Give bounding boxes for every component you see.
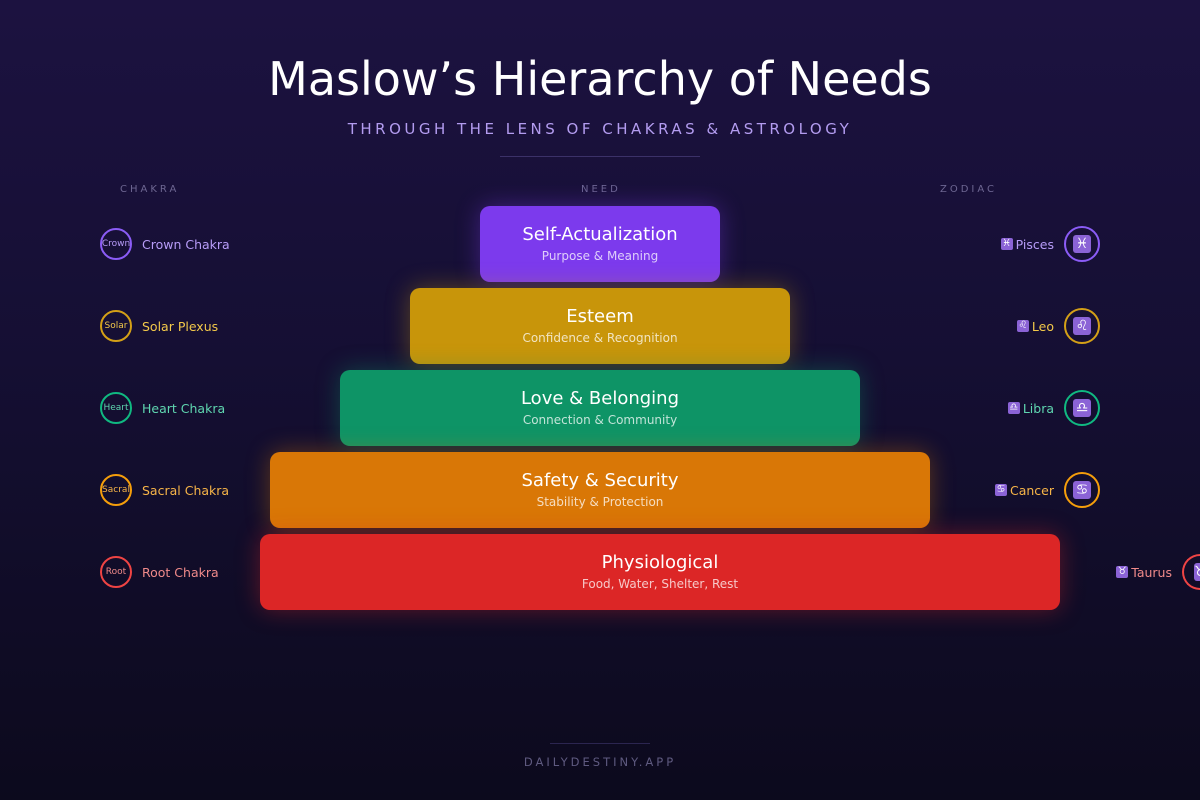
tier-physiological: Physiological Food, Water, Shelter, Rest <box>260 534 1060 610</box>
solar-chakra-icon: Solar <box>100 310 132 342</box>
chakra-label: Crown Chakra <box>142 236 230 252</box>
zodiac-label: Leo <box>1031 318 1054 334</box>
footer-brand: DAILYDESTINY.APP <box>523 755 677 769</box>
sacral-chakra-icon: Sacral <box>100 474 132 506</box>
zodiac-label: Cancer <box>1009 482 1054 498</box>
tier-self-actualization: Self-Actualization Purpose & Meaning <box>480 206 720 282</box>
tier-description: Stability & Protection <box>536 495 664 509</box>
footer-divider <box>550 743 650 744</box>
zodiac-label: Libra <box>1022 400 1054 416</box>
tier-name: Esteem <box>566 306 634 327</box>
zodiac-cancer: ♋Cancer ♋ <box>994 472 1100 508</box>
zodiac-label: Taurus <box>1131 564 1172 580</box>
page-subtitle: THROUGH THE LENS OF CHAKRAS & ASTROLOGY <box>347 120 853 138</box>
zodiac-column-header: ZODIAC <box>940 184 998 195</box>
zodiac-label: Pisces <box>1015 236 1054 252</box>
tier-name: Physiological <box>601 552 719 573</box>
chakra-label: Sacral Chakra <box>142 482 230 498</box>
taurus-small-icon: ♉ <box>1116 566 1129 578</box>
libra-glyph: ♎ <box>1073 399 1091 417</box>
chakra-solar-plexus: Solar Solar Plexus <box>100 308 218 344</box>
leo-glyph: ♌ <box>1073 317 1091 335</box>
tier-name: Self-Actualization <box>522 224 678 245</box>
zodiac-taurus: ♉Taurus ♉ <box>1116 554 1200 590</box>
pisces-glyph: ♓ <box>1073 235 1091 253</box>
crown-chakra-icon: Crown <box>100 228 132 260</box>
tier-description: Confidence & Recognition <box>522 331 678 345</box>
leo-icon: ♌ <box>1064 308 1100 344</box>
need-column-header: NEED <box>581 184 621 195</box>
chakra-crown: Crown Crown Chakra <box>100 226 230 262</box>
tier-esteem: Esteem Confidence & Recognition <box>410 288 790 364</box>
taurus-icon: ♉ <box>1182 554 1200 590</box>
taurus-glyph: ♉ <box>1194 563 1200 581</box>
zodiac-pisces: ♓Pisces ♓ <box>1000 226 1100 262</box>
title-divider <box>500 156 700 157</box>
libra-small-icon: ♎ <box>1007 402 1020 414</box>
tier-safety-security: Safety & Security Stability & Protection <box>270 452 930 528</box>
cancer-glyph: ♋ <box>1073 481 1091 499</box>
tier-description: Connection & Community <box>522 413 678 427</box>
chakra-column-header: CHAKRA <box>120 184 180 195</box>
zodiac-libra: ♎Libra ♎ <box>1007 390 1100 426</box>
leo-small-icon: ♌ <box>1016 320 1029 332</box>
chakra-heart: Heart Heart Chakra <box>100 390 225 426</box>
chakra-label: Root Chakra <box>142 564 219 580</box>
tier-description: Purpose & Meaning <box>541 249 659 263</box>
cancer-small-icon: ♋ <box>994 484 1007 496</box>
page-title: Maslow’s Hierarchy of Needs <box>268 52 932 106</box>
tier-name: Safety & Security <box>521 470 679 491</box>
tier-love-belonging: Love & Belonging Connection & Community <box>340 370 860 446</box>
chakra-root: Root Root Chakra <box>100 554 219 590</box>
tier-name: Love & Belonging <box>520 388 680 409</box>
pisces-small-icon: ♓ <box>1000 238 1013 250</box>
zodiac-leo: ♌Leo ♌ <box>1016 308 1100 344</box>
heart-chakra-icon: Heart <box>100 392 132 424</box>
pisces-icon: ♓ <box>1064 226 1100 262</box>
tier-description: Food, Water, Shelter, Rest <box>581 577 739 591</box>
cancer-icon: ♋ <box>1064 472 1100 508</box>
chakra-sacral: Sacral Sacral Chakra <box>100 472 229 508</box>
root-chakra-icon: Root <box>100 556 132 588</box>
libra-icon: ♎ <box>1064 390 1100 426</box>
chakra-label: Solar Plexus <box>142 318 219 334</box>
chakra-label: Heart Chakra <box>142 400 226 416</box>
